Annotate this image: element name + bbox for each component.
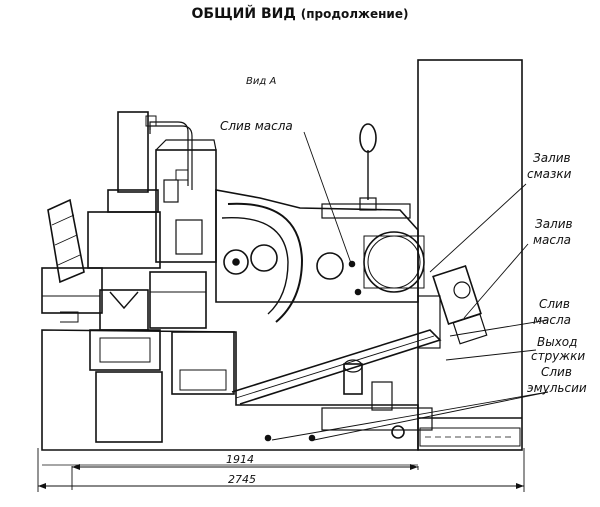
leader-oil-fill <box>463 243 529 319</box>
gear-2 <box>250 244 278 272</box>
curved-guard <box>227 202 304 323</box>
label-oil-fill-1: Залив <box>535 217 573 231</box>
label-lube-fill-1: Залив <box>533 151 571 165</box>
label-chip-exit-1: Выход <box>537 335 577 349</box>
spindle-housing <box>155 149 217 263</box>
dimension-inner-label: 1914 <box>226 453 254 466</box>
pipe <box>149 121 189 186</box>
lower-cabinet <box>95 371 163 443</box>
lower-box <box>89 329 161 371</box>
right-clamp-block <box>149 271 207 329</box>
leader-emulsion-2 <box>313 391 549 441</box>
base-rail <box>419 427 521 447</box>
label-lube-fill-2: смазки <box>527 167 572 181</box>
leader-chip-exit <box>445 349 537 361</box>
leader-oil-drain-top <box>303 131 353 267</box>
column-body <box>87 211 161 269</box>
left-guard <box>47 198 85 284</box>
left-table <box>41 267 103 314</box>
clamp-block <box>99 289 149 331</box>
label-oil-drain-right-1: Слив <box>539 297 570 311</box>
dimension-overall-label: 2745 <box>228 473 256 486</box>
v-block <box>109 291 139 310</box>
label-oil-drain-right-2: масла <box>533 313 571 327</box>
leader-oil-drain-right <box>449 319 549 337</box>
upper-column <box>117 111 149 193</box>
conveyor-motor <box>343 363 363 395</box>
label-emulsion-1: Слив <box>541 365 572 379</box>
gearbox-housing <box>215 189 419 303</box>
lever-knob <box>359 123 377 153</box>
chip-conveyor <box>231 329 442 405</box>
cabinet-outline <box>417 59 523 451</box>
gear-3 <box>316 252 344 280</box>
label-chip-exit-2: стружки <box>531 349 585 363</box>
title-main: ОБЩИЙ ВИД <box>191 6 296 22</box>
label-oil-fill-2: масла <box>533 233 571 247</box>
title-sub: (продолжение) <box>300 7 409 21</box>
emulsion-plug <box>391 425 405 439</box>
gear-1 <box>223 249 249 275</box>
leader-lube-fill <box>429 183 527 273</box>
center-box <box>171 331 235 395</box>
label-emulsion-2: эмульсии <box>527 381 587 395</box>
large-gear <box>363 231 425 293</box>
leader-emulsion-1 <box>271 391 549 441</box>
page-title: ОБЩИЙ ВИД (продолжение) <box>0 6 600 22</box>
column-bracket <box>107 189 159 213</box>
machine-base <box>41 329 419 451</box>
view-label: Вид А <box>246 76 276 87</box>
label-oil-drain-top: Слив масла <box>220 119 293 133</box>
